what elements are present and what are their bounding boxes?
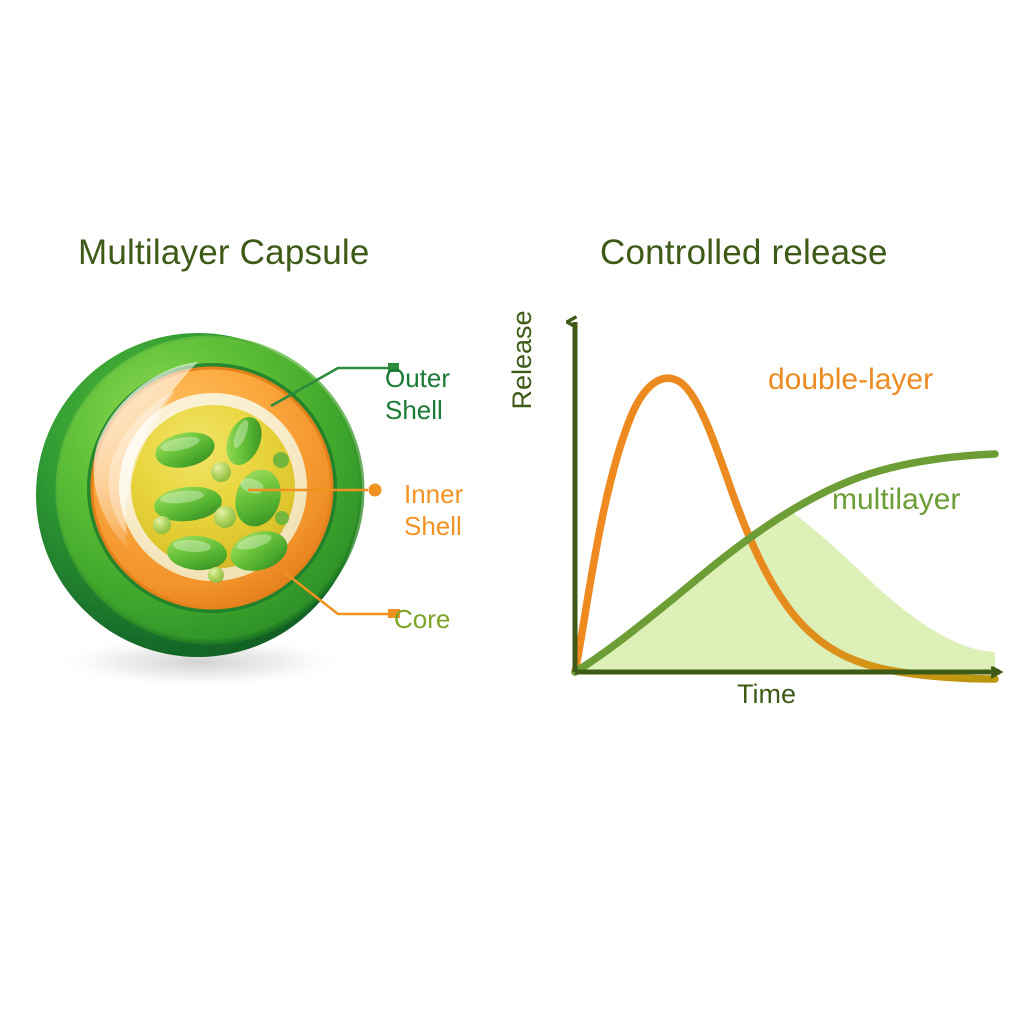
capsule-shadow (50, 636, 350, 688)
left-panel-title: Multilayer Capsule (78, 233, 370, 272)
chart-y-axis-label: Release (507, 310, 537, 410)
right-panel-title: Controlled release (600, 233, 888, 272)
chart-svg (500, 290, 1024, 683)
capsule-shell-inner-edge (87, 363, 337, 613)
capsule-gloss-secondary (108, 390, 176, 536)
capsule-diagram (20, 310, 520, 700)
chart-series-label-multilayer: multilayer (832, 483, 961, 516)
callout-leader-core (283, 570, 400, 618)
callout-label-core: Core (394, 604, 451, 634)
capsule-gloss-highlight (93, 362, 198, 548)
chart-series-multilayer (571, 450, 999, 676)
chart-x-axis-label: Time (737, 679, 796, 709)
callout-label-inner-shell: Inner Shell (404, 479, 464, 541)
controlled-release-chart (500, 290, 1024, 720)
capsule-svg (36, 333, 400, 688)
core-particles (153, 417, 289, 583)
chart-series-label-double-layer: double-layer (768, 363, 934, 396)
callout-leader-outer (270, 363, 399, 408)
callout-leader-inner (248, 483, 382, 497)
callout-label-outer-shell: Outer Shell (385, 363, 451, 425)
chart-area-under-curves (575, 512, 995, 672)
